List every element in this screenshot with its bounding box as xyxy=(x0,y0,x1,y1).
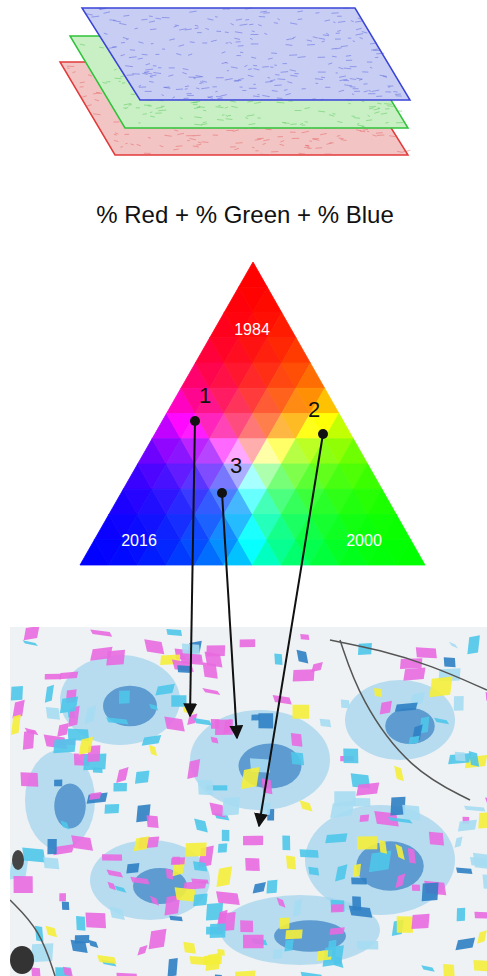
color-cell xyxy=(368,489,397,514)
point-dot xyxy=(190,416,200,426)
callout-number: 3 xyxy=(230,454,242,478)
color-cell xyxy=(353,464,382,489)
year-label: 2000 xyxy=(346,532,382,550)
year-label: 2016 xyxy=(121,532,157,550)
callout-number: 1 xyxy=(199,384,211,408)
color-cell xyxy=(239,262,268,287)
leader-arrow xyxy=(259,434,323,826)
sample-points xyxy=(190,416,328,498)
leader-arrow xyxy=(222,493,237,738)
color-cell xyxy=(339,439,368,464)
color-cell xyxy=(296,363,325,388)
leader-arrow xyxy=(190,421,195,716)
year-label: 1984 xyxy=(234,321,270,339)
band-layer xyxy=(82,8,410,100)
ternary-triangle xyxy=(80,262,425,565)
band-layers xyxy=(60,8,410,155)
callout-number: 2 xyxy=(308,398,320,422)
color-cell xyxy=(267,313,296,338)
color-cell xyxy=(382,515,411,540)
point-dot xyxy=(217,488,227,498)
color-cell xyxy=(282,338,311,363)
color-cell xyxy=(396,540,425,565)
formula-title: % Red + % Green + % Blue xyxy=(96,202,394,228)
color-cell xyxy=(253,287,282,312)
color-cell xyxy=(325,414,354,439)
point-dot xyxy=(318,429,328,439)
classified-map xyxy=(10,627,487,976)
leader-arrows xyxy=(190,421,323,826)
